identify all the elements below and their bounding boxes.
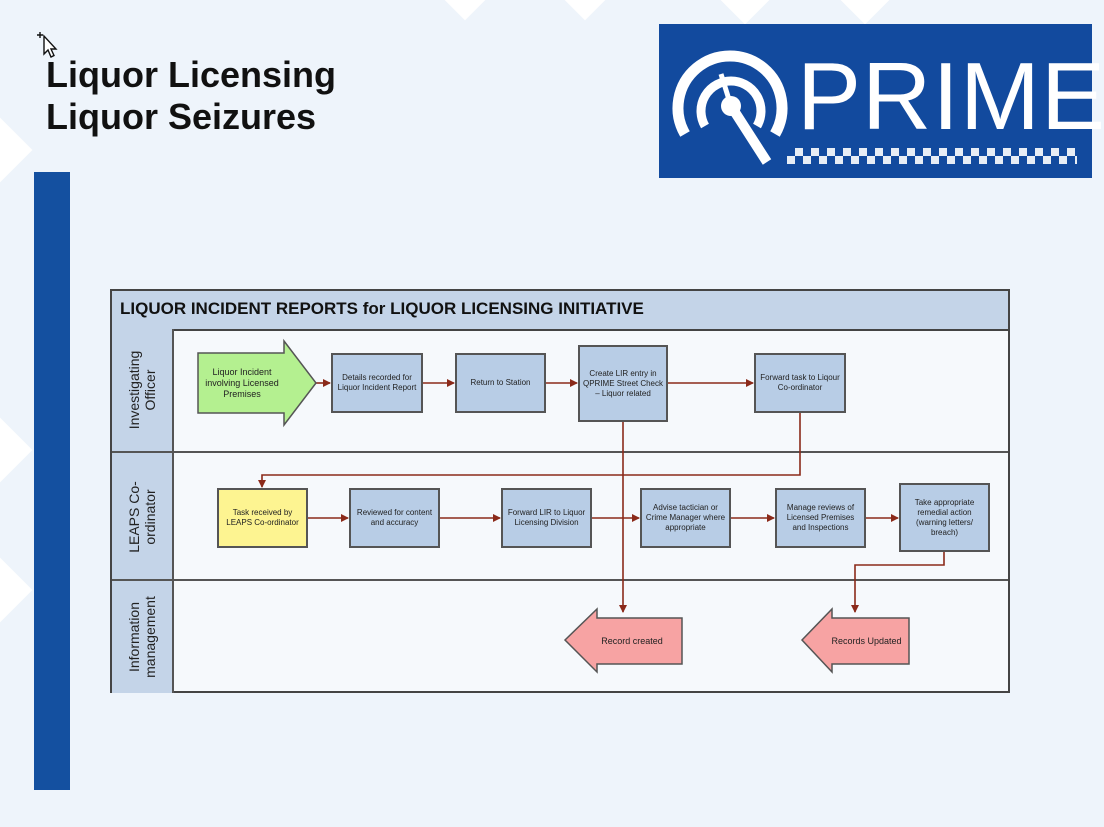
lane-leaps-coordinator: LEAPS Co-ordinator bbox=[112, 451, 1008, 581]
records-updated-shape bbox=[800, 607, 910, 674]
diagram-title: LIQUOR INCIDENT REPORTS for LIQUOR LICEN… bbox=[120, 299, 644, 318]
edge-action-to-records bbox=[851, 552, 945, 613]
node-reviewed: Reviewed for content and accuracy bbox=[349, 488, 440, 548]
node-advise-tactician: Advise tactician or Crime Manager where … bbox=[640, 488, 731, 548]
swimlane-diagram: LIQUOR INCIDENT REPORTS for LIQUOR LICEN… bbox=[110, 289, 1010, 693]
node-forward-lir: Forward LIR to Liquor Licensing Division bbox=[501, 488, 592, 548]
lane-label: LEAPS Co-ordinator bbox=[112, 453, 174, 581]
qprime-emblem-icon bbox=[672, 50, 788, 165]
node-record-created: Record created bbox=[601, 635, 663, 646]
cursor-icon bbox=[37, 32, 58, 58]
slide-corner-decoration bbox=[549, 0, 621, 21]
page-title: Liquor Licensing Liquor Seizures bbox=[46, 54, 336, 138]
qprime-logo: PRIME bbox=[659, 24, 1104, 178]
slide-corner-decoration bbox=[0, 547, 33, 633]
start-arrow-shape bbox=[197, 338, 317, 428]
title-line-2: Liquor Seizures bbox=[46, 96, 317, 137]
node-return-to-station: Return to Station bbox=[455, 353, 546, 413]
node-task-received: Task received by LEAPS Co-ordinator bbox=[217, 488, 308, 548]
node-records-updated: Records Updated bbox=[831, 635, 902, 646]
node-forward-task: Forward task to Liqour Co-ordinator bbox=[754, 353, 846, 413]
side-accent-bar bbox=[34, 172, 70, 790]
slide-corner-decoration bbox=[0, 407, 33, 493]
slide-corner-decoration bbox=[709, 0, 781, 25]
logo-checker-band bbox=[787, 148, 1077, 164]
diagram-header: LIQUOR INCIDENT REPORTS for LIQUOR LICEN… bbox=[112, 291, 1008, 331]
node-create-lir: Create LIR entry in QPRIME Street Check … bbox=[578, 345, 668, 422]
edge-forward-to-task bbox=[258, 413, 801, 488]
slide-corner-decoration bbox=[829, 0, 901, 25]
node-manage-reviews: Manage reviews of Licensed Premises and … bbox=[775, 488, 866, 548]
slide-corner-decoration bbox=[0, 107, 33, 193]
diagram-edges bbox=[197, 338, 945, 674]
node-take-action: Take appropriate remedial action (warnin… bbox=[899, 483, 990, 552]
node-details-recorded: Details recorded for Liquor Incident Rep… bbox=[331, 353, 423, 413]
record-created-shape bbox=[563, 607, 683, 674]
title-line-1: Liquor Licensing bbox=[46, 54, 337, 95]
logo-text: PRIME bbox=[797, 43, 1104, 150]
slide-corner-decoration bbox=[429, 0, 501, 21]
node-liquor-incident: Liquor Incident involving Licensed Premi… bbox=[205, 366, 279, 399]
